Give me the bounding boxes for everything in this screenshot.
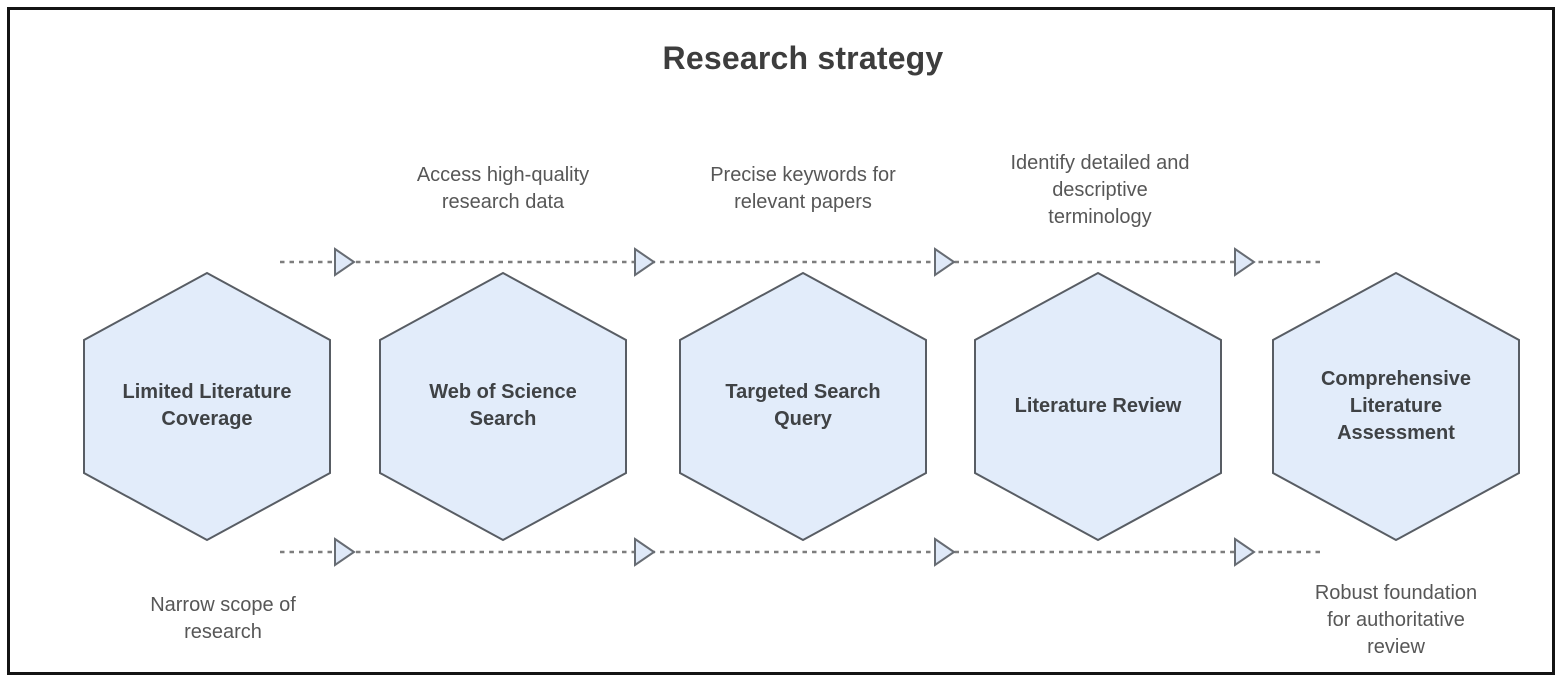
hexagon-shape-limited-literature-coverage [83, 271, 331, 542]
hexagon-label-web-of-science-search: Web of Science Search [429, 381, 577, 430]
caption-narrow-scope-of-research: Narrow scope of research [150, 594, 296, 643]
diagram-title: Research strategy [662, 40, 944, 76]
arrowhead-icon [634, 537, 656, 567]
caption-precise-keywords-for-relevant-papers: Precise keywords for relevant papers [710, 164, 896, 213]
hexagon-shape-comprehensive-literature-assessment [1272, 271, 1520, 542]
arrowhead-icon [634, 247, 656, 277]
arrowhead-icon [334, 247, 356, 277]
arrowhead-icon [1234, 537, 1256, 567]
caption-identify-detailed-and-descriptive-terminology: Identify detailed and descriptive termin… [1010, 152, 1190, 228]
arrowhead-icon [1234, 247, 1256, 277]
hexagon-label-limited-literature-coverage: Limited Literature Coverage [122, 381, 292, 430]
caption-access-high-quality-research-data: Access high-quality research data [416, 164, 590, 213]
arrowhead-icon [934, 247, 956, 277]
hexagon-shape-literature-review [974, 271, 1222, 542]
hexagon-shape-targeted-search-query [679, 271, 927, 542]
arrowhead-icon [934, 537, 956, 567]
caption-robust-foundation-for-authoritative-review: Robust foundation for authoritative revi… [1314, 582, 1478, 658]
hexagon-label-targeted-search-query: Targeted Search Query [725, 381, 881, 430]
hexagon-label-comprehensive-literature-assessment: Comprehensive Literature Assessment [1320, 367, 1472, 444]
hexagon-shape-web-of-science-search [379, 271, 627, 542]
arrowhead-icon [334, 537, 356, 567]
hexagon-label-literature-review: Literature Review [1014, 394, 1182, 417]
